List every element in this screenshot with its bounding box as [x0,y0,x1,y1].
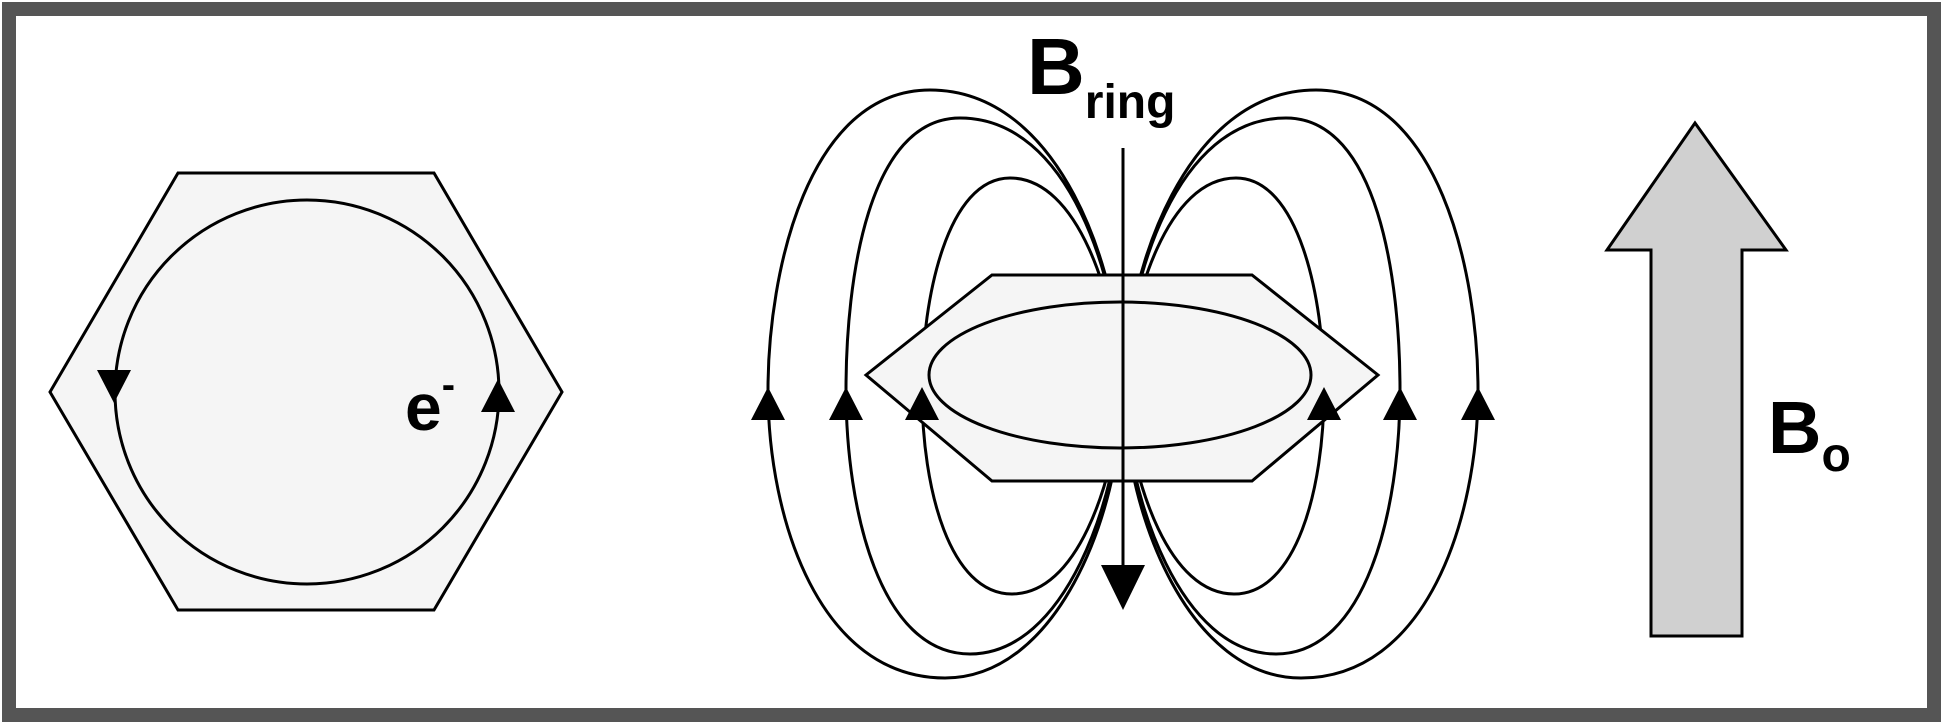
ring-field-label-base: B [1027,22,1085,111]
applied-field-label-base: B [1768,386,1821,469]
field-arrowhead-right-middle-icon [1383,387,1417,420]
applied-field: Bo [1604,120,1851,638]
field-arrowhead-left-middle-icon [829,387,863,420]
ring-top-view: e- [48,171,564,612]
ring-field-arrowhead-down-icon [1101,565,1145,610]
field-line-arrowheads [751,387,1495,610]
current-arrowhead-up-icon [481,379,515,412]
applied-field-label: Bo [1768,386,1851,482]
field-arrowhead-right-outer-icon [1461,387,1495,420]
current-arrowhead-down-icon [97,370,131,403]
applied-field-label-subscript: o [1821,429,1850,482]
ring-field-label: Bring [1027,22,1175,129]
electron-label-base: e [405,370,442,444]
ring-current-ellipse [927,300,1313,450]
hexagon-ring-shape [48,171,564,612]
ring-field-label-subscript: ring [1085,76,1176,129]
applied-field-arrow-icon [1604,120,1789,638]
field-arrowhead-right-inner-icon [1307,387,1341,420]
field-arrowhead-left-inner-icon [905,387,939,420]
field-arrowhead-left-outer-icon [751,387,785,420]
electron-label: e- [405,363,455,444]
electron-label-superscript: - [442,363,455,407]
